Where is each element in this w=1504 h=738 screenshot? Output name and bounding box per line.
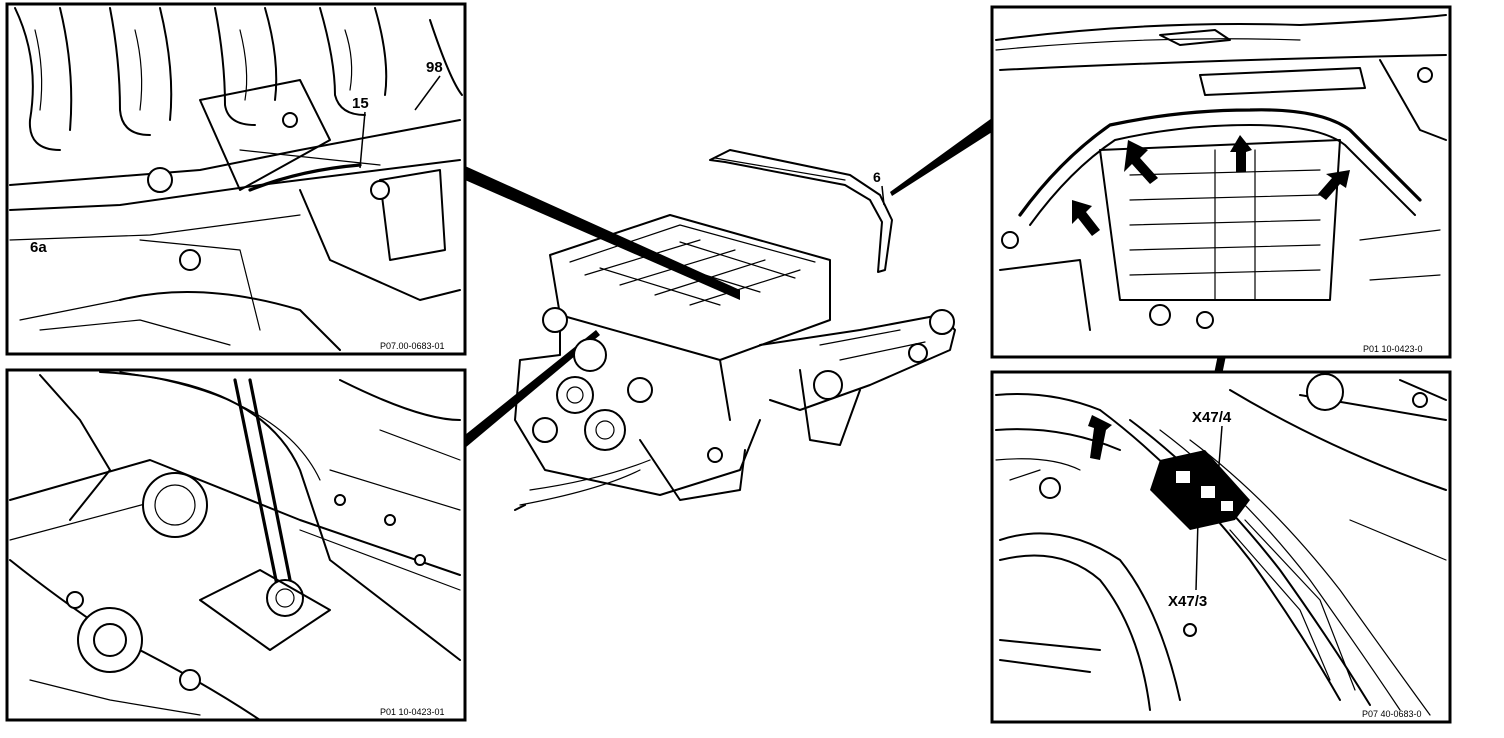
figure-code-bottom-left: P01 10-0423-01 <box>380 707 445 717</box>
callout-6a: 6a <box>30 239 47 256</box>
pointer-to-top-right <box>890 118 992 196</box>
callout-x47-3: X47/3 <box>1168 593 1207 610</box>
leader-98 <box>414 75 441 111</box>
intake-runners-illustration <box>9 7 463 351</box>
panel-bottom-left: P01 10-0423-01 <box>5 368 467 722</box>
panel-bottom-left-frame <box>5 368 467 722</box>
leader-x47-3 <box>1195 519 1199 591</box>
leader-x47-4 <box>1217 425 1223 479</box>
engine-block-illustration <box>514 214 956 511</box>
panel-top-right-frame <box>990 5 1452 359</box>
leader-15 <box>359 111 366 169</box>
figure-code-bottom-right: P07 40-0683-0 <box>1362 709 1422 719</box>
pointer-to-bottom-left <box>465 330 600 448</box>
hose-part-6 <box>709 149 893 273</box>
panel-top-left: 98 15 6a P07.00-0683-01 <box>5 2 467 356</box>
figure-code-top-right: P01 10-0423-0 <box>1363 344 1423 354</box>
callout-15: 15 <box>352 95 369 112</box>
callout-98: 98 <box>426 59 443 76</box>
figure-code-top-left: P07.00-0683-01 <box>380 341 445 351</box>
panel-bottom-right: X47/4 X47/3 P07 40-0683-0 <box>990 370 1452 724</box>
pointer-to-top-left <box>465 166 740 300</box>
timing-cover-illustration <box>9 371 461 721</box>
callout-6: 6 <box>873 169 881 185</box>
connector-harness-illustration <box>995 373 1447 716</box>
engine-cover-illustration <box>995 14 1447 331</box>
callout-x47-4: X47/4 <box>1192 409 1232 426</box>
panel-top-right: P01 10-0423-0 <box>990 5 1452 359</box>
leader-6 <box>881 185 885 206</box>
